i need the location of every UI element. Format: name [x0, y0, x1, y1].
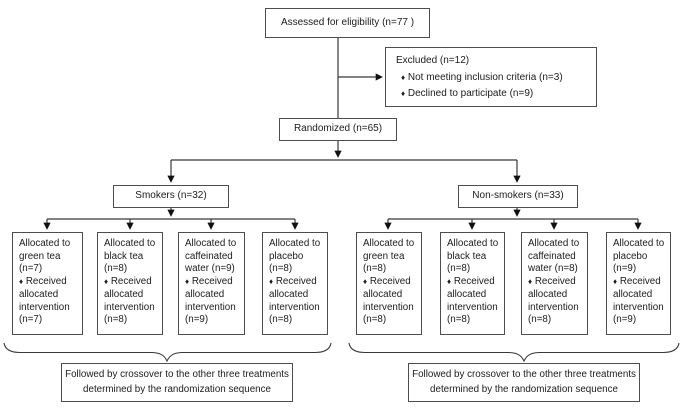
allocation-received: ♦ Received allocated intervention (n=8)	[447, 276, 502, 327]
allocation-box-smokers-green-tea: Allocated to green tea (n=7) ♦ Received …	[12, 232, 83, 335]
allocation-box-nonsmokers-caffeinated-water: Allocated to caffeinated water (n=8) ♦ R…	[521, 232, 588, 335]
nonsmokers-box: Non-smokers (n=33)	[458, 185, 578, 208]
allocation-received: ♦ Received allocated intervention (n=9)	[613, 276, 668, 327]
bullet-icon: ♦	[401, 73, 406, 82]
bullet-icon: ♦	[528, 277, 533, 287]
allocation-received-text: Received allocated intervention (n=9)	[185, 276, 236, 326]
excluded-box: Excluded (n=12) ♦ Not meeting inclusion …	[385, 47, 597, 107]
bullet-icon: ♦	[363, 277, 368, 287]
allocation-box-nonsmokers-black-tea: Allocated to black tea (n=8) ♦ Received …	[440, 232, 505, 335]
allocation-label: Allocated to black tea (n=8)	[447, 238, 499, 275]
crossover-line-1: Followed by crossover to the other three…	[65, 369, 289, 380]
allocation-box-smokers-caffeinated-water: Allocated to caffeinated water (n=9) ♦ R…	[178, 232, 245, 335]
randomized-box: Randomized (n=65)	[279, 118, 397, 141]
left-brace	[3, 342, 332, 363]
allocation-received-text: Received allocated intervention (n=7)	[19, 276, 70, 326]
bullet-icon: ♦	[613, 277, 618, 287]
crossover-line-2: determined by the randomization sequence	[83, 383, 271, 395]
allocation-label: Allocated to green tea (n=8)	[363, 238, 415, 275]
excluded-item-text: Not meeting inclusion criteria (n=3)	[407, 72, 563, 83]
smokers-box: Smokers (n=32)	[113, 185, 229, 208]
assessed-label: Assessed for eligibility (n=77 )	[280, 16, 415, 28]
smokers-label: Smokers (n=32)	[135, 190, 207, 202]
allocation-received: ♦ Received allocated intervention (n=8)	[269, 276, 325, 327]
bullet-icon: ♦	[19, 277, 24, 287]
allocation-received: ♦ Received allocated intervention (n=8)	[104, 276, 160, 327]
allocation-label: Allocated to green tea (n=7)	[19, 238, 71, 275]
allocation-received-text: Received allocated intervention (n=8)	[104, 276, 155, 326]
assessed-box: Assessed for eligibility (n=77 )	[265, 8, 430, 38]
allocation-received: ♦ Received allocated intervention (n=8)	[363, 276, 419, 327]
allocation-received: ♦ Received allocated intervention (n=8)	[528, 276, 585, 327]
allocation-received: ♦ Received allocated intervention (n=7)	[19, 276, 80, 327]
allocation-label: Allocated to placebo (n=9)	[613, 238, 665, 275]
allocation-label: Allocated to caffeinated water (n=8)	[528, 238, 580, 275]
bullet-icon: ♦	[447, 277, 452, 287]
nonsmokers-label: Non-smokers (n=33)	[472, 190, 564, 202]
allocation-label: Allocated to caffeinated water (n=9)	[185, 238, 237, 275]
allocation-label: Allocated to placebo (n=8)	[269, 238, 321, 275]
excluded-item: ♦ Declined to participate (n=9)	[396, 86, 590, 102]
allocation-received-text: Received allocated intervention (n=8)	[447, 276, 498, 326]
allocation-received-text: Received allocated intervention (n=8)	[363, 276, 414, 326]
crossover-line-1: Followed by crossover to the other three…	[412, 369, 636, 380]
excluded-title: Excluded (n=12)	[396, 55, 470, 66]
bullet-icon: ♦	[104, 277, 109, 287]
excluded-item: ♦ Not meeting inclusion criteria (n=3)	[396, 70, 590, 86]
bullet-icon: ♦	[185, 277, 190, 287]
allocation-received-text: Received allocated intervention (n=9)	[613, 276, 664, 326]
bullet-icon: ♦	[269, 277, 274, 287]
bullet-icon: ♦	[401, 89, 406, 98]
allocation-received-text: Received allocated intervention (n=8)	[528, 276, 579, 326]
crossover-box-smokers: Followed by crossover to the other three…	[61, 363, 293, 402]
allocation-box-nonsmokers-green-tea: Allocated to green tea (n=8) ♦ Received …	[356, 232, 422, 335]
crossover-box-nonsmokers: Followed by crossover to the other three…	[408, 363, 640, 402]
allocation-box-smokers-black-tea: Allocated to black tea (n=8) ♦ Received …	[97, 232, 163, 335]
allocation-box-smokers-placebo: Allocated to placebo (n=8) ♦ Received al…	[262, 232, 328, 335]
excluded-item-text: Declined to participate (n=9)	[407, 88, 534, 99]
right-brace	[348, 342, 680, 363]
allocation-received: ♦ Received allocated intervention (n=9)	[185, 276, 242, 327]
crossover-line-2: determined by the randomization sequence	[430, 383, 618, 395]
randomized-label: Randomized (n=65)	[293, 123, 383, 135]
allocation-box-nonsmokers-placebo: Allocated to placebo (n=9) ♦ Received al…	[606, 232, 671, 335]
allocation-received-text: Received allocated intervention (n=8)	[269, 276, 320, 326]
allocation-label: Allocated to black tea (n=8)	[104, 238, 156, 275]
